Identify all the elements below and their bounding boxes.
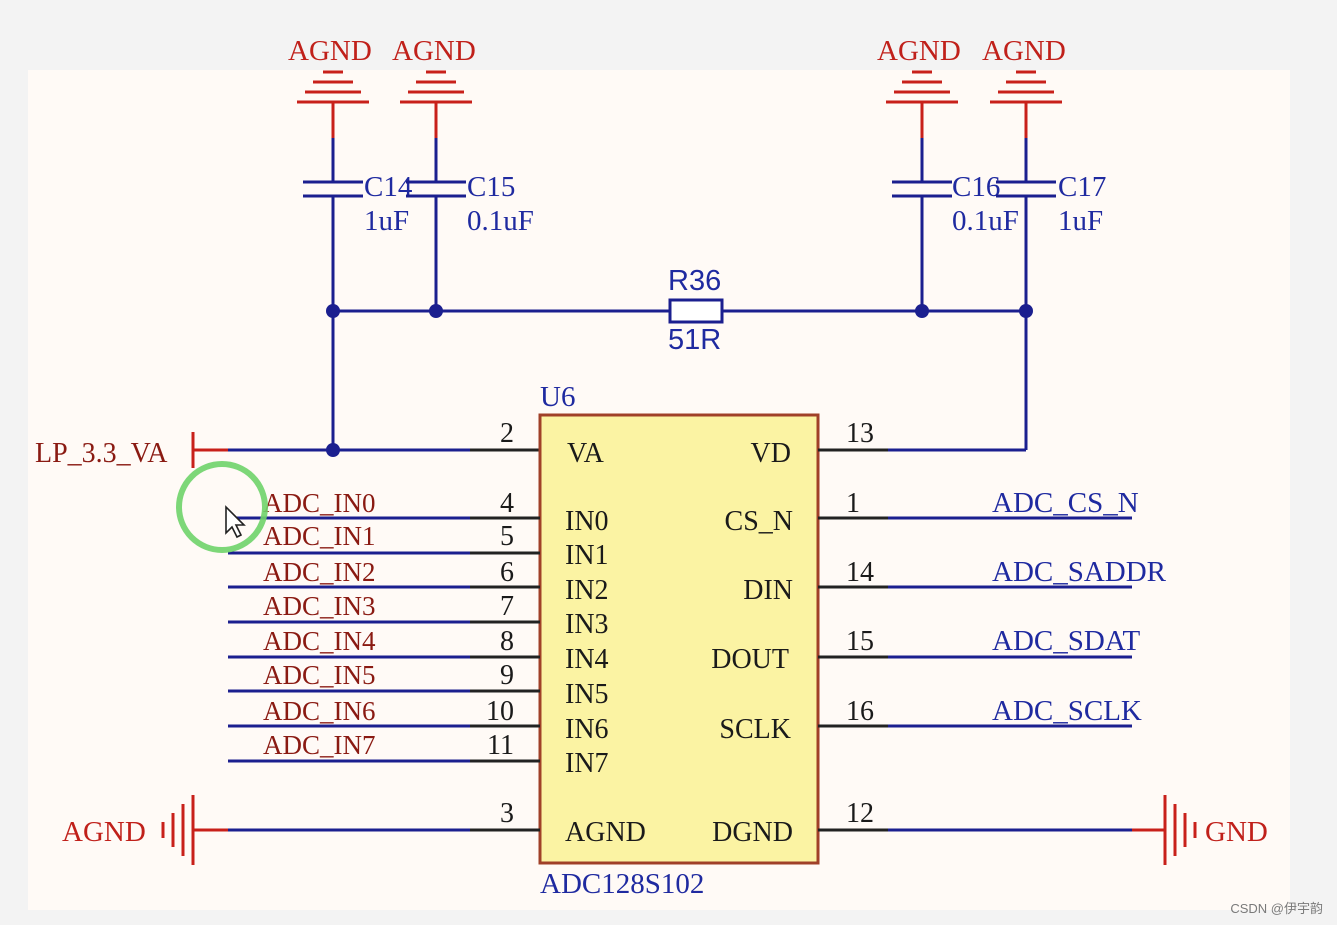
net-label-adc-sclk: ADC_SCLK bbox=[992, 695, 1142, 727]
r36-value: 51R bbox=[668, 324, 721, 356]
pin-name-cs-n: CS_N bbox=[725, 506, 793, 537]
c17-ref: C17 bbox=[1058, 171, 1106, 203]
net-label-adc-in6: ADC_IN6 bbox=[263, 696, 376, 726]
gnd-bottom-symbol: GND bbox=[1132, 795, 1268, 865]
c15-ref: C15 bbox=[467, 171, 515, 203]
pin-name-in3: IN3 bbox=[565, 609, 609, 640]
c16-value: 0.1uF bbox=[952, 205, 1019, 237]
agnd-label-1: AGND bbox=[288, 35, 372, 67]
pin-number-16: 16 bbox=[846, 696, 874, 727]
net-label-adc-in0: ADC_IN0 bbox=[263, 488, 376, 518]
pin-number-7: 7 bbox=[500, 591, 514, 622]
capacitor-c17: C17 1uF bbox=[996, 171, 1106, 237]
pin-number-5: 5 bbox=[500, 521, 514, 552]
capacitor-c14: C14 1uF bbox=[303, 171, 413, 237]
junction-dot bbox=[915, 304, 929, 318]
pin-number-9: 9 bbox=[500, 660, 514, 691]
r36-ref: R36 bbox=[668, 265, 721, 297]
net-label-adc-in4: ADC_IN4 bbox=[263, 626, 376, 656]
net-label-adc-in2: ADC_IN2 bbox=[263, 557, 376, 587]
c14-value: 1uF bbox=[364, 205, 409, 237]
pin-name-vd: VD bbox=[751, 438, 791, 469]
net-label-adc-sdat: ADC_SDAT bbox=[992, 625, 1141, 657]
net-label-adc-in1: ADC_IN1 bbox=[263, 521, 376, 551]
pin-number-14: 14 bbox=[846, 557, 874, 588]
supply-label: LP_3.3_VA bbox=[35, 438, 168, 469]
pin-name-in5: IN5 bbox=[565, 679, 609, 710]
right-net-group: ADC_CS_N ADC_SADDR ADC_SDAT ADC_SCLK bbox=[818, 487, 1167, 728]
pin-number-10: 10 bbox=[486, 696, 514, 727]
pin-name-sclk: SCLK bbox=[719, 714, 791, 745]
pin-number-13: 13 bbox=[846, 418, 874, 449]
ic-part-number: ADC128S102 bbox=[540, 868, 704, 900]
pin-name-in7: IN7 bbox=[565, 748, 609, 779]
pin-number-4: 4 bbox=[500, 488, 514, 519]
left-net-group: ADC_IN0 ADC_IN1 ADC_IN2 ADC_IN3 ADC_IN4 … bbox=[228, 488, 540, 763]
ic-body bbox=[538, 413, 820, 865]
junction-dot bbox=[326, 304, 340, 318]
pin-name-in6: IN6 bbox=[565, 714, 609, 745]
pin-number-2: 2 bbox=[500, 418, 514, 449]
capacitor-c16: C16 0.1uF bbox=[892, 171, 1019, 237]
agnd-bottom-symbol: AGND bbox=[62, 795, 228, 865]
agnd-label-3: AGND bbox=[877, 35, 961, 67]
c16-ref: C16 bbox=[952, 171, 1000, 203]
c17-value: 1uF bbox=[1058, 205, 1103, 237]
pin-number-8: 8 bbox=[500, 626, 514, 657]
watermark: CSDN @伊宇韵 bbox=[1230, 901, 1323, 916]
agnd-bottom-label: AGND bbox=[62, 816, 146, 848]
resistor-r36: R36 51R bbox=[668, 265, 724, 356]
junction-dot bbox=[429, 304, 443, 318]
net-label-adc-saddr: ADC_SADDR bbox=[992, 556, 1167, 588]
cursor-highlight bbox=[176, 461, 268, 553]
ic-u6: U6 ADC128S102 VA IN0 IN1 IN2 IN3 IN4 IN5… bbox=[538, 381, 820, 900]
pin-name-dout: DOUT bbox=[711, 644, 789, 675]
pin-number-3: 3 bbox=[500, 798, 514, 829]
junction-dot bbox=[1019, 304, 1033, 318]
agnd-symbol-4: AGND bbox=[982, 35, 1066, 138]
pin-number-6: 6 bbox=[500, 557, 514, 588]
agnd-label-2: AGND bbox=[392, 35, 476, 67]
c14-ref: C14 bbox=[364, 171, 413, 203]
agnd-symbol-2: AGND bbox=[392, 35, 476, 138]
net-label-adc-in5: ADC_IN5 bbox=[263, 660, 376, 690]
net-label-adc-in3: ADC_IN3 bbox=[263, 591, 376, 621]
pin-name-din: DIN bbox=[743, 575, 793, 606]
pin-name-in4: IN4 bbox=[565, 644, 609, 675]
pin-name-in0: IN0 bbox=[565, 506, 609, 537]
agnd-symbol-1: AGND bbox=[288, 35, 372, 138]
pin-name-agnd: AGND bbox=[565, 817, 646, 848]
pin-name-dgnd: DGND bbox=[712, 817, 793, 848]
c15-value: 0.1uF bbox=[467, 205, 534, 237]
net-label-adc-cs-n: ADC_CS_N bbox=[992, 487, 1139, 519]
gnd-bottom-label: GND bbox=[1205, 816, 1268, 848]
mouse-pointer-icon bbox=[225, 505, 246, 539]
agnd-label-4: AGND bbox=[982, 35, 1066, 67]
pin-number-11: 11 bbox=[487, 730, 514, 761]
net-label-adc-in7: ADC_IN7 bbox=[263, 730, 376, 760]
pin-name-va: VA bbox=[567, 438, 605, 469]
pin-number-12: 12 bbox=[846, 798, 874, 829]
agnd-symbol-3: AGND bbox=[877, 35, 961, 138]
pin-number-15: 15 bbox=[846, 626, 874, 657]
pin-name-in1: IN1 bbox=[565, 540, 609, 571]
capacitor-c15: C15 0.1uF bbox=[406, 171, 534, 237]
pin-name-in2: IN2 bbox=[565, 575, 609, 606]
supply-port: LP_3.3_VA bbox=[35, 432, 228, 469]
ic-ref: U6 bbox=[540, 381, 575, 413]
pin-number-1: 1 bbox=[846, 488, 860, 519]
